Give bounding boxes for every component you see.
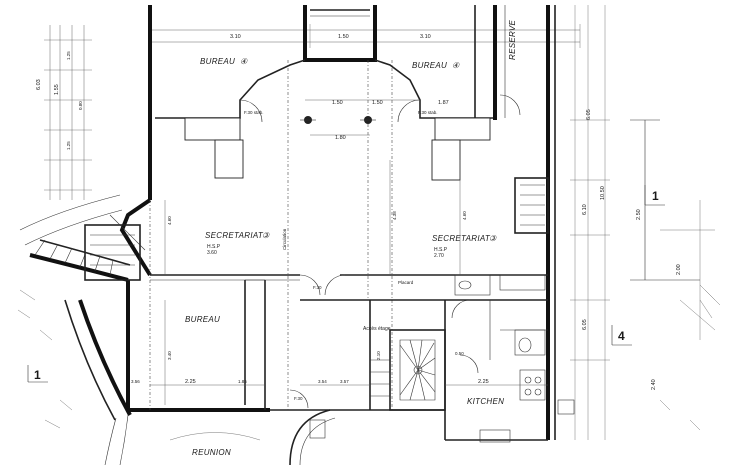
kitchen-fixtures	[479, 329, 575, 443]
dim-left-1: 6.03	[36, 79, 42, 90]
dim-top-3: 3.10	[230, 34, 241, 40]
dim-far-2: 2.00	[676, 264, 682, 275]
dim-right-3: 6.10	[582, 204, 588, 215]
curved-wing	[19, 194, 146, 421]
label-acces-etage: Accès étage	[363, 326, 391, 332]
svg-text:3.40: 3.40	[167, 351, 172, 360]
room-labels: BUREAU ④ BUREAU ④ RESERVE SECRETARIAT ③ …	[185, 19, 517, 457]
desks	[184, 117, 491, 181]
doors	[239, 94, 521, 409]
room-label-bureau-lower: BUREAU	[185, 315, 220, 324]
left-dimension-chains: 6.03 1.55 1.25 1.25 0.80	[36, 25, 92, 200]
room-number-secretariat-right: ③	[489, 234, 497, 243]
dim-mid-3: 1.80	[335, 135, 346, 141]
room-label-bureau-left: BUREAU	[200, 57, 235, 66]
sketch-marks	[17, 289, 721, 431]
dim-low-2: 2.25	[478, 379, 489, 385]
interior-walls	[149, 5, 549, 441]
section-marker-left: 1	[34, 368, 41, 382]
top-dimension-chain: 1.50 3.10 3.10 6.05	[149, 24, 592, 120]
annotation-circulation: Circulation	[282, 228, 287, 250]
dim-right-1: 10.50	[600, 186, 606, 200]
dim-low-5: 3.57	[340, 379, 349, 384]
dim-top-4: 6.05	[586, 109, 592, 120]
svg-text:1.25: 1.25	[66, 51, 71, 60]
interior-dimensions: 1.50 1.87 1.80 1.50 2.25 2.25 3.56 3.54 …	[131, 99, 548, 405]
svg-text:4.60: 4.60	[462, 211, 467, 220]
annotation-door-a: F.30 stab.	[244, 110, 264, 115]
room-label-reserve: RESERVE	[508, 19, 517, 60]
dim-mid-4: 1.50	[372, 100, 383, 106]
dim-mid-2: 1.87	[438, 100, 449, 106]
entry-arcs	[104, 409, 336, 465]
staircase	[370, 329, 446, 411]
dim-low-8: 0.50	[455, 351, 464, 356]
section-marker-right-top: 1	[652, 189, 659, 203]
dim-right-2: 6.05	[582, 319, 588, 330]
dim-low-3: 3.56	[131, 379, 140, 384]
right-dimension-chains: 10.50 6.05 6.10 2.50 2.00 2.40	[570, 5, 716, 440]
dim-top-1: 1.50	[338, 34, 349, 40]
room-label-secretariat-right: SECRETARIAT	[432, 234, 491, 243]
exterior-walls	[119, 5, 556, 440]
columns	[300, 116, 376, 124]
annotations: F.30 stab. F.30 stab. F.30 F.30 Circulat…	[244, 110, 438, 401]
svg-text:0.80: 0.80	[78, 101, 83, 110]
dim-low-1: 2.25	[185, 379, 196, 385]
room-number-secretariat-left: ③	[262, 231, 270, 240]
room-label-secretariat-left: SECRETARIAT	[205, 231, 264, 240]
dim-left-2: 1.55	[54, 84, 60, 95]
dim-low-6: 1.85	[238, 379, 247, 384]
dim-far-3: 2.40	[651, 379, 657, 390]
section-markers: 1 1 4	[27, 185, 665, 383]
annotation-door-d: F.30	[294, 396, 303, 401]
svg-text:1.25: 1.25	[66, 141, 71, 150]
dim-far-1: 2.50	[636, 209, 642, 220]
annotation-placard: Placard	[398, 280, 414, 285]
annotation-door-b: F.30 stab.	[418, 110, 438, 115]
annotation-door-c: F.30	[313, 285, 322, 290]
room-number-bureau-left: ④	[240, 57, 248, 66]
dim-low-4: 3.54	[318, 379, 327, 384]
svg-text:4.60: 4.60	[167, 216, 172, 225]
room-label-bureau-right: BUREAU	[412, 61, 447, 70]
dim-mid-1: 1.50	[332, 100, 343, 106]
room-number-bureau-right: ④	[452, 61, 460, 70]
dim-low-7: 2.10	[376, 351, 381, 360]
section-marker-right-middle: 4	[618, 329, 625, 343]
room-label-reunion: REUNION	[192, 448, 231, 457]
dim-top-2: 3.10	[420, 34, 431, 40]
svg-text:4.38: 4.38	[392, 211, 397, 220]
room-label-kitchen: KITCHEN	[467, 397, 504, 406]
